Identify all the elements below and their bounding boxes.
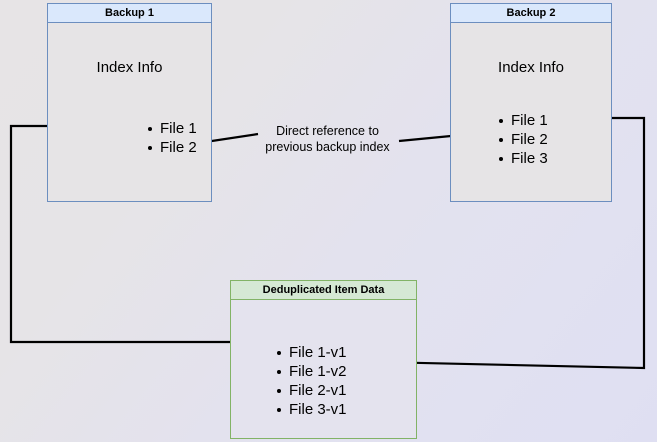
backup-1-header: Backup 1 [48, 4, 211, 23]
deduplicated-file-list: File 1-v1 File 1-v2 File 2-v1 File 3-v1 [275, 343, 347, 419]
list-item: File 3-v1 [275, 400, 347, 419]
backup-2-index-label: Index Info [498, 59, 564, 76]
list-item: File 3 [497, 149, 548, 168]
backup-2-header: Backup 2 [451, 4, 611, 23]
list-item: File 1 [497, 111, 548, 130]
backup-1-body: Index Info File 1 File 2 [48, 23, 211, 201]
list-item: File 1 [146, 119, 197, 138]
backup-2-file-list: File 1 File 2 File 3 [497, 111, 548, 168]
deduplicated-item-data-body: File 1-v1 File 1-v2 File 2-v1 File 3-v1 [231, 300, 416, 438]
backup-1-index-label: Index Info [96, 59, 163, 76]
list-item: File 2-v1 [275, 381, 347, 400]
list-item: File 2 [146, 138, 197, 157]
deduplicated-item-data-header: Deduplicated Item Data [231, 281, 416, 300]
backup-1-file-list: File 1 File 2 [146, 119, 197, 157]
backup-2-box[interactable]: Backup 2 Index Info File 1 File 2 File 3 [450, 3, 612, 202]
deduplicated-item-data-box[interactable]: Deduplicated Item Data File 1-v1 File 1-… [230, 280, 417, 439]
list-item: File 2 [497, 130, 548, 149]
list-item: File 1-v2 [275, 362, 347, 381]
backup-2-body: Index Info File 1 File 2 File 3 [451, 23, 611, 201]
direct-reference-caption: Direct reference to previous backup inde… [265, 124, 390, 154]
backup-1-box[interactable]: Backup 1 Index Info File 1 File 2 [47, 3, 212, 202]
list-item: File 1-v1 [275, 343, 347, 362]
